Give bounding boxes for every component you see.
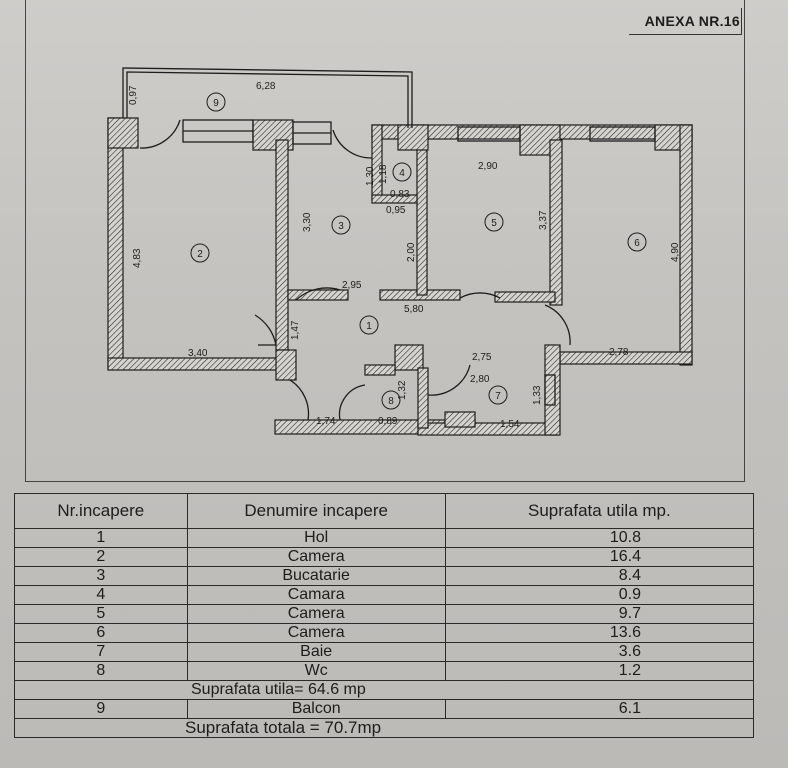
dim-r3-height: 3,30	[302, 212, 313, 232]
dim-r8-bottom: 0,89	[378, 416, 398, 427]
cell-nr: 8	[14, 661, 188, 681]
dim-r4-h2: 1,18	[378, 164, 389, 184]
dim-r7-h: 1,33	[532, 385, 543, 405]
room-markers: 1 2 3 4 5 6 7 8 9	[190, 92, 647, 410]
cell-area: 6.1	[444, 699, 755, 719]
room-marker-3: 3	[331, 215, 351, 235]
cell-name: Hol	[186, 528, 446, 548]
cell-nr: 3	[14, 566, 188, 586]
dim-balcony-width: 6,28	[256, 81, 276, 92]
svg-text:4: 4	[399, 168, 405, 179]
dim-r8-h: 1,32	[397, 380, 408, 400]
rooms-table: Nr.incapere Denumire incapere Suprafata …	[14, 493, 755, 738]
cell-nr: 4	[14, 585, 188, 605]
cell-name: Camera	[186, 623, 446, 643]
dim-r7-bottom: 1,54	[500, 419, 520, 430]
balcony-outline	[122, 67, 656, 421]
cell-nr: 2	[14, 547, 188, 567]
cell-area: 8.4	[444, 566, 755, 586]
dim-r6-width: 2,78	[609, 347, 629, 358]
plan-frame	[25, 0, 745, 482]
floor-plan: 1 2 3 4 5 6 7 8 9 6,28 0,97 4,83 3,40 3,…	[107, 67, 693, 436]
cell-name: Bucatarie	[186, 566, 446, 586]
cell-area: 16.4	[444, 547, 755, 567]
dim-r5-width: 2,90	[478, 161, 498, 172]
dim-r5-side: 2,00	[406, 242, 417, 262]
room-marker-9: 9	[206, 92, 226, 112]
header-area: Suprafata utila mp.	[444, 493, 755, 529]
grand-total: Suprafata totala = 70.7mp	[14, 718, 754, 738]
cell-nr: 1	[14, 528, 188, 548]
dim-r6-height: 4,90	[670, 242, 681, 262]
dim-r4-h1: 1,30	[365, 166, 376, 186]
svg-text:6: 6	[634, 238, 640, 249]
room-marker-6: 6	[627, 232, 647, 252]
svg-text:9: 9	[213, 98, 219, 109]
dim-hall-width: 5,80	[404, 304, 424, 315]
dim-r2-width: 3,40	[188, 348, 208, 359]
cell-area: 13.6	[444, 623, 755, 643]
room-marker-5: 5	[484, 212, 504, 232]
svg-text:7: 7	[495, 391, 501, 402]
annex-label: ANEXA NR.16	[644, 13, 740, 29]
svg-text:8: 8	[388, 396, 394, 407]
table-header-row: Nr.incapere Denumire incapere Suprafata …	[14, 493, 755, 529]
useful-total: Suprafata utila= 64.6 mp	[14, 680, 754, 700]
svg-text:2: 2	[197, 249, 203, 260]
room-marker-8: 8	[381, 390, 401, 410]
cell-nr: 7	[14, 642, 188, 662]
cell-name: Camera	[186, 604, 446, 624]
dim-r4-w1: 0,83	[390, 189, 410, 200]
cell-area: 1.2	[444, 661, 755, 681]
dimension-labels: 6,28 0,97 4,83 3,40 3,30 2,95 1,30 1,18 …	[128, 81, 681, 430]
room-marker-1: 1	[359, 315, 379, 335]
cell-area: 9.7	[444, 604, 755, 624]
dim-r3-bottom: 2,95	[342, 280, 362, 291]
dim-hall-bottom: 1,74	[316, 416, 336, 427]
grand-total-row: Suprafata totala = 70.7mp	[14, 718, 754, 738]
cell-area: 0.9	[444, 585, 755, 605]
annex-box	[629, 8, 742, 35]
cell-name: Wc	[186, 661, 446, 681]
plan-walls	[107, 117, 693, 436]
dim-r2-height: 4,83	[132, 248, 143, 268]
dim-r5-height: 3,37	[538, 210, 549, 230]
dim-r7-top: 2,75	[472, 352, 492, 363]
room-marker-4: 4	[392, 162, 412, 182]
cell-name: Camera	[186, 547, 446, 567]
useful-total-row: Suprafata utila= 64.6 mp	[14, 680, 754, 700]
cell-nr: 6	[14, 623, 188, 643]
cell-area: 10.8	[444, 528, 755, 548]
room-marker-7: 7	[488, 385, 508, 405]
header-nr: Nr.incapere	[14, 493, 188, 529]
dim-r4-w2: 0,95	[386, 205, 406, 216]
room-marker-2: 2	[190, 243, 210, 263]
cell-name: Baie	[186, 642, 446, 662]
header-name: Denumire incapere	[186, 493, 446, 529]
dim-hall-height: 1,47	[290, 320, 301, 340]
cell-nr: 9	[14, 699, 188, 719]
dim-r7-w: 2,80	[470, 374, 490, 385]
svg-text:3: 3	[338, 221, 344, 232]
cell-name: Balcon	[186, 699, 446, 719]
dim-balcony-depth: 0,97	[128, 85, 139, 105]
cell-area: 3.6	[444, 642, 755, 662]
svg-text:1: 1	[366, 321, 372, 332]
svg-text:5: 5	[491, 218, 497, 229]
cell-name: Camara	[186, 585, 446, 605]
cell-nr: 5	[14, 604, 188, 624]
